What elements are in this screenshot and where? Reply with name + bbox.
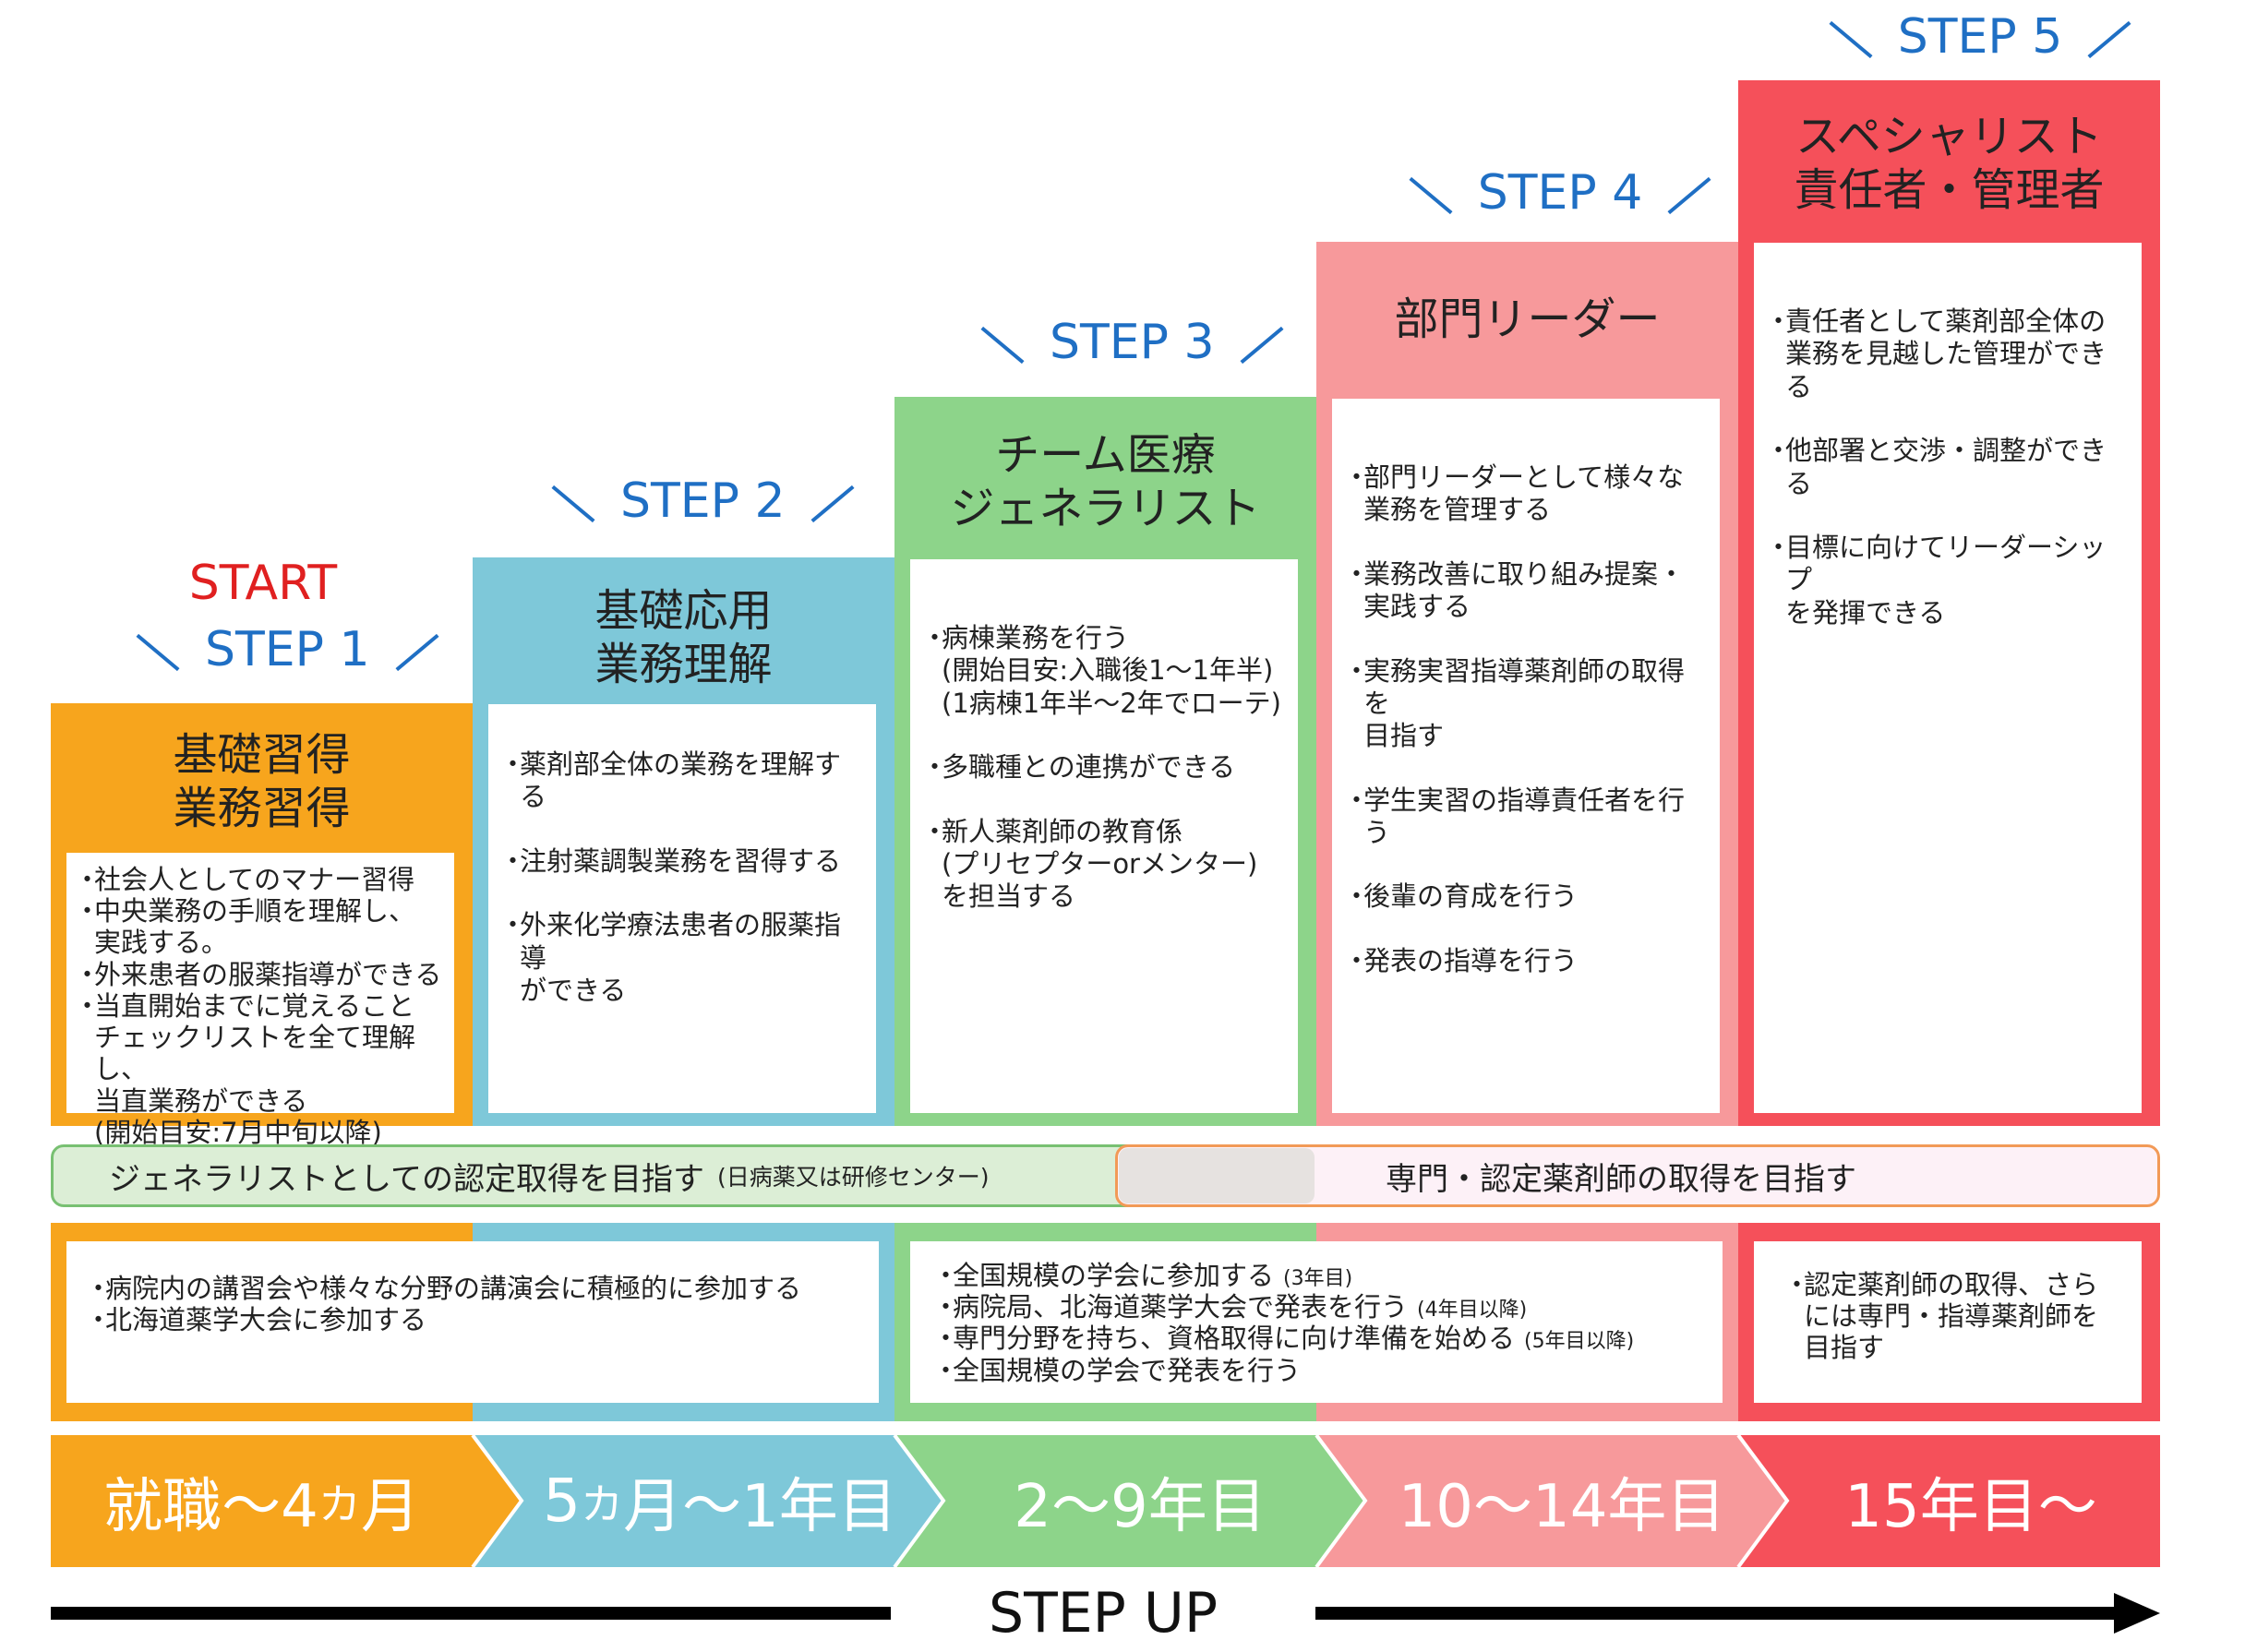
- list-item: 目標に向けてリーダーシップ を発揮できる: [1765, 532, 2132, 629]
- activity-text: 病院局、北海道薬学大会で発表を行う: [953, 1291, 1409, 1323]
- list-item: 新人薬剤師の教育係 (プリセプターorメンター) を担当する: [921, 816, 1289, 914]
- list-item: 他部署と交渉・調整ができる: [1765, 435, 2132, 500]
- step-5-label: STEP 5: [1800, 13, 2160, 61]
- list-item: 中央業務の手順を理解し、 実践する。: [74, 895, 447, 958]
- step-4-panel: 部門リーダーとして様々な 業務を管理する業務改善に取り組み提案・ 実践する実務実…: [1332, 399, 1720, 1113]
- activity-text: 専門分野を持ち、資格取得に向け準備を始める: [953, 1323, 1516, 1355]
- list-item: 薬剤部全体の業務を理解する: [499, 748, 867, 814]
- step-4-label: STEP 4: [1380, 169, 1740, 217]
- period-arrow-1: [51, 1435, 522, 1567]
- activity-note: (5年目以降): [1524, 1330, 1635, 1354]
- list-item: 多職種との連携ができる: [921, 751, 1289, 784]
- list-item: 外来化学療法患者の服薬指導 ができる: [499, 909, 867, 1007]
- step-2-panel: 薬剤部全体の業務を理解する注射薬調製業務を習得する外来化学療法患者の服薬指導 が…: [488, 704, 876, 1113]
- period-arrow-3: [894, 1435, 1365, 1567]
- list-item: 全国規模の学会で発表を行う: [932, 1355, 1713, 1386]
- stepup-line-left: [51, 1607, 891, 1620]
- list-item: 注射薬調製業務を習得する: [499, 845, 867, 879]
- step-3-panel: 病棟業務を行う (開始目安:入職後1～1年半) (1病棟1年半～2年でローテ) 多…: [910, 559, 1298, 1113]
- activity-note: (3年目): [1283, 1267, 1353, 1290]
- step-5-title: スペシャリスト責任者・管理者: [1794, 111, 2105, 216]
- middle-activities-panel: 全国規模の学会に参加する (3年目)病院局、北海道薬学大会で発表を行う (4年目以降…: [910, 1241, 1723, 1403]
- list-item: 病院内の講習会や様々な分野の講演会に積極的に参加する: [85, 1273, 870, 1304]
- list-item: 全国規模の学会に参加する (3年目): [932, 1260, 1713, 1291]
- period-arrow-2: [473, 1435, 943, 1567]
- early-activities-panel: 病院内の講習会や様々な分野の講演会に積極的に参加する北海道薬学大会に参加する: [66, 1241, 879, 1403]
- step-5-panel: 責任者として薬剤部全体の 業務を見越した管理ができる他部署と交渉・調整ができる目…: [1754, 243, 2142, 1113]
- list-item: 実務実習指導薬剤師の取得を 目指す: [1343, 655, 1711, 753]
- list-item: 後輩の育成を行う: [1343, 880, 1711, 914]
- list-item: 業務改善に取り組み提案・ 実践する: [1343, 558, 1711, 624]
- step-1-title: 基礎習得業務習得: [173, 729, 351, 834]
- stepup-label: STEP UP: [989, 1581, 1218, 1646]
- period-4: 10～14年目: [1398, 1472, 1726, 1541]
- step-1-panel: 社会人としてのマナー習得中央業務の手順を理解し、 実践する。外来患者の服薬指導が…: [66, 853, 454, 1148]
- list-item: 認定薬剤師の取得、さら には専門・指導薬剤師を 目指す: [1783, 1269, 2132, 1364]
- activity-text: 全国規模の学会で発表を行う: [953, 1354, 1302, 1386]
- list-item: 外来患者の服薬指導ができる: [74, 959, 447, 990]
- generalist-goal-bar: ジェネラリストとしての認定取得を目指す(日病薬又は研修センター): [51, 1144, 1315, 1207]
- period-arrow-4: [1316, 1435, 1787, 1567]
- step-2-title: 基礎応用業務理解: [594, 585, 773, 690]
- activity-text: 全国規模の学会に参加する: [953, 1260, 1275, 1291]
- period-arrow-5: [1738, 1435, 2160, 1567]
- step-3-title: チーム医療ジェネラリスト: [950, 429, 1261, 534]
- start-label: START: [188, 556, 338, 611]
- period-3: 2～9年目: [1014, 1472, 1267, 1541]
- step-2-label: STEP 2: [526, 477, 877, 525]
- activity-note: (4年目以降): [1417, 1299, 1528, 1323]
- list-item: 責任者として薬剤部全体の 業務を見越した管理ができる: [1765, 305, 2132, 403]
- stepup-arrowhead: [2114, 1593, 2160, 1634]
- list-item: 社会人としてのマナー習得: [74, 864, 447, 895]
- period-5: 15年目～: [1844, 1472, 2097, 1541]
- list-item: 当直開始までに覚えること チェックリストを全て理解し、 当直業務ができる (開始…: [74, 990, 447, 1148]
- list-item: 学生実習の指導責任者を行う: [1343, 784, 1711, 850]
- step-3-label: STEP 3: [955, 318, 1306, 366]
- list-item: 専門分野を持ち、資格取得に向け準備を始める (5年目以降): [932, 1323, 1713, 1354]
- list-item: 北海道薬学大会に参加する: [85, 1304, 870, 1335]
- list-item: 発表の指導を行う: [1343, 945, 1711, 978]
- step-4-title: 部門リーダー: [1394, 293, 1661, 345]
- late-activities-panel: 認定薬剤師の取得、さら には専門・指導薬剤師を 目指す: [1754, 1241, 2142, 1403]
- step-1-label: STEP 1: [111, 626, 439, 674]
- goal-overlap: [1119, 1148, 1315, 1203]
- list-item: 病棟業務を行う (開始目安:入職後1～1年半) (1病棟1年半～2年でローテ): [921, 622, 1289, 720]
- list-item: 病院局、北海道薬学大会で発表を行う (4年目以降): [932, 1291, 1713, 1323]
- stepup-line-right: [1315, 1607, 2119, 1620]
- list-item: 部門リーダーとして様々な 業務を管理する: [1343, 461, 1711, 527]
